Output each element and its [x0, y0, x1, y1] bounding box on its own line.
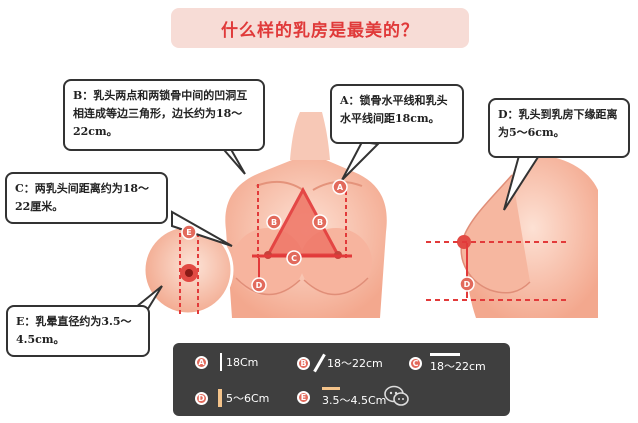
diagram-title: 什么样的乳房是最美的？: [171, 8, 469, 48]
legend-value-a: 18Cm: [226, 355, 259, 369]
svg-text:D: D: [464, 280, 471, 289]
svg-text:B: B: [271, 218, 277, 227]
marker-d-side: D: [459, 276, 475, 292]
legend-badge-b: B: [297, 356, 310, 370]
short-bar-icon: [218, 389, 222, 407]
marker-e: E: [181, 224, 197, 240]
areola-zoom: [142, 224, 234, 316]
marker-d-front: D: [251, 277, 267, 293]
chat-watermark-icon: [384, 385, 409, 406]
legend-badge-e: E: [297, 391, 310, 404]
marker-b-right: B: [312, 214, 328, 230]
side-profile: [426, 154, 598, 318]
legend-value-e: 3.5～4.5Cm: [322, 394, 387, 407]
legend-value-b: 18～22cm: [327, 357, 383, 370]
marker-a: A: [332, 179, 348, 195]
marker-c: C: [286, 250, 302, 266]
legend-item-d: D 5～6Cm: [195, 389, 269, 407]
legend-badge-a: A: [195, 355, 208, 369]
callout-b: B：乳头两点和两锁骨中间的凹洞互相连成等边三角形，边长约为18～22cm。: [63, 79, 265, 151]
front-torso: [225, 112, 387, 318]
callout-e: E：乳晕直径约为3.5～4.5cm。: [6, 305, 150, 357]
legend-item-a: A 18Cm: [195, 353, 258, 371]
legend-item-e: E 3.5～4.5Cm: [297, 387, 386, 408]
horizontal-bar-icon: [430, 353, 460, 356]
marker-b-left: B: [266, 214, 282, 230]
legend-item-c: C 18～22cm: [409, 353, 486, 374]
svg-text:D: D: [256, 281, 263, 290]
svg-text:B: B: [317, 218, 323, 227]
legend-value-d: 5～6Cm: [226, 392, 270, 405]
legend-badge-d: D: [195, 391, 208, 405]
diagonal-bar-icon: [313, 353, 326, 373]
legend-badge-c: C: [409, 357, 422, 370]
svg-text:A: A: [337, 183, 344, 192]
legend-value-c: 18～22cm: [430, 360, 486, 373]
svg-text:C: C: [291, 254, 297, 263]
legend-item-b: B 18～22cm: [297, 353, 383, 373]
callout-d: D：乳头到乳房下缘距离为5～6cm。: [488, 98, 630, 158]
measurement-legend: A 18Cm B 18～22cm C 18～22cm D 5～6Cm E 3.5…: [173, 343, 510, 416]
tiny-bar-icon: [322, 387, 340, 390]
vertical-bar-icon: [220, 353, 222, 371]
callout-a: A：锁骨水平线和乳头水平线间距18cm。: [330, 84, 464, 144]
callout-c: C：两乳头间距离约为18～22厘米。: [5, 172, 168, 224]
svg-text:E: E: [186, 228, 191, 237]
